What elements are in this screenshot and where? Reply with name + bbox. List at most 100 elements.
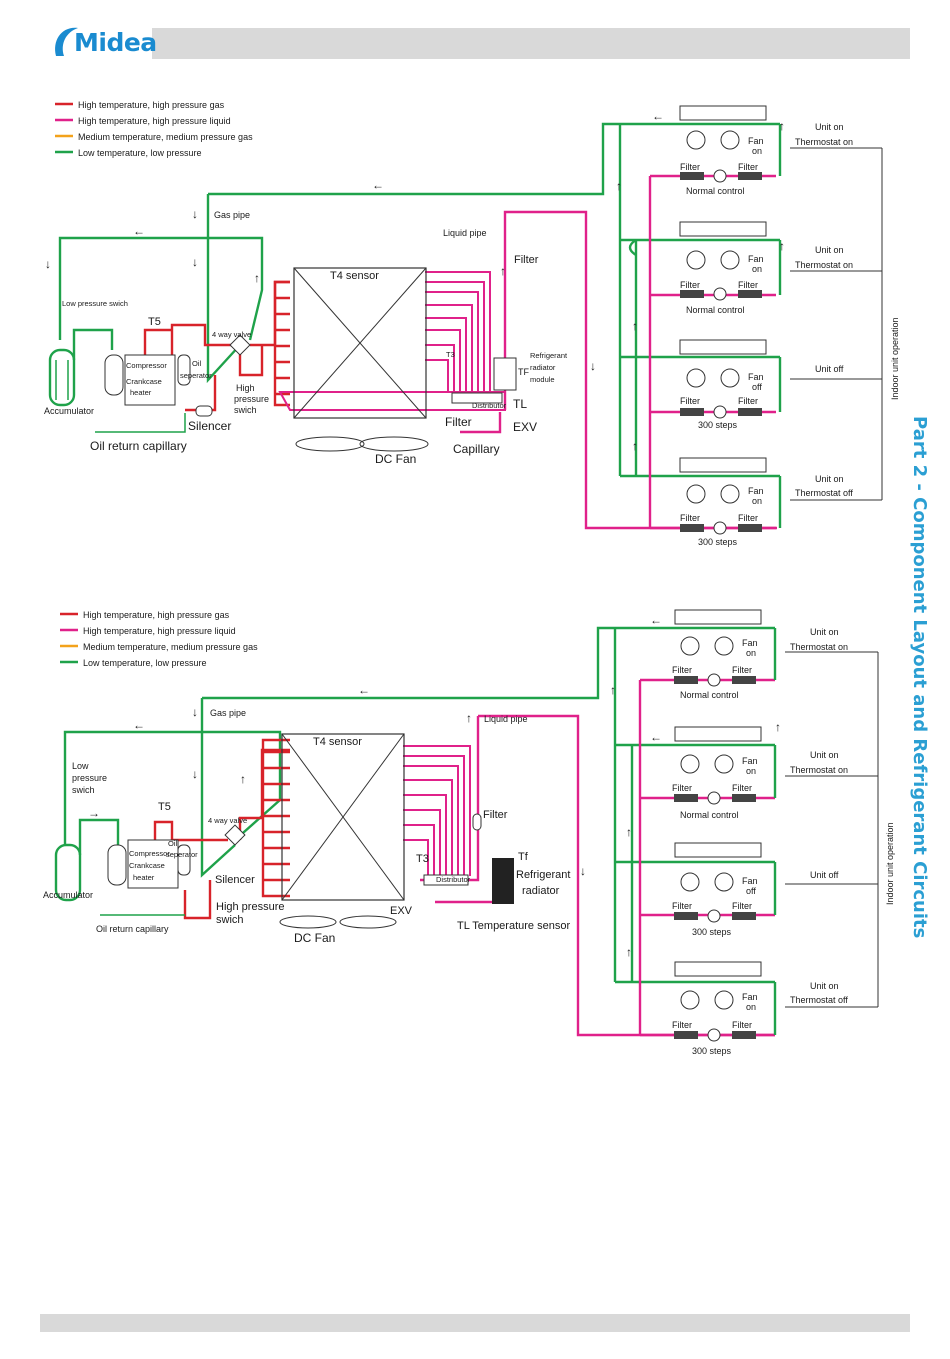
- oil-return-capillary-label: Oil return capillary: [90, 439, 187, 453]
- svg-text:←: ←: [650, 613, 662, 627]
- svg-text:Filter: Filter: [680, 513, 700, 523]
- svg-text:Filter: Filter: [732, 1020, 752, 1030]
- svg-text:Unit off: Unit off: [815, 364, 844, 374]
- svg-text:Unit on: Unit on: [815, 122, 844, 132]
- four-way-valve-label: 4 way valve: [212, 330, 251, 339]
- header-bar: [152, 28, 910, 59]
- svg-text:↑: ↑: [632, 319, 638, 333]
- radiator-label-2-1: Refrigerant: [516, 869, 570, 881]
- svg-text:Filter: Filter: [680, 162, 700, 172]
- svg-text:Filter: Filter: [738, 162, 758, 172]
- svg-text:Fan: Fan: [742, 876, 758, 886]
- high-pressure-switch-label: High pressure: [216, 901, 284, 913]
- svg-text:Normal control: Normal control: [680, 690, 739, 700]
- svg-text:Unit on: Unit on: [810, 750, 839, 760]
- svg-text:↑: ↑: [240, 772, 246, 786]
- low-pressure-switch-label: Low pressure swich: [62, 299, 128, 308]
- svg-text:↓: ↓: [192, 705, 198, 719]
- svg-text:Thermostat on: Thermostat on: [790, 642, 848, 652]
- legend-low-pressure-label: Low temperature, low pressure: [78, 148, 202, 158]
- svg-text:300 steps: 300 steps: [692, 1046, 732, 1056]
- svg-text:Filter: Filter: [672, 665, 692, 675]
- svg-text:Filter: Filter: [738, 396, 758, 406]
- tl-temperature-sensor-label: TL Temperature sensor: [457, 920, 570, 932]
- legend-hot-gas-label: High temperature, high pressure gas: [78, 100, 225, 110]
- svg-text:←: ←: [650, 730, 662, 744]
- dc-fan-label-2: DC Fan: [294, 931, 335, 945]
- svg-text:Filter: Filter: [738, 513, 758, 523]
- heater-label-2: heater: [133, 873, 155, 882]
- pressure-label: pressure: [234, 394, 269, 404]
- svg-text:Normal control: Normal control: [686, 305, 745, 315]
- distributor-label: Distributor: [472, 401, 507, 410]
- accumulator-label-2: Accumulator: [43, 890, 93, 900]
- svg-text:on: on: [746, 648, 756, 658]
- crankcase-label-2: Crankcase: [129, 861, 165, 870]
- seperator-label: seperator: [180, 371, 212, 380]
- tf-label-2: Tf: [518, 851, 529, 863]
- svg-text:↓: ↓: [192, 767, 198, 781]
- indoor-unit-operation-label-2: Indoor unit operation: [885, 822, 895, 905]
- high-label: High: [236, 383, 255, 393]
- svg-text:↑: ↑: [500, 264, 506, 278]
- svg-text:←: ←: [652, 109, 664, 123]
- svg-text:↑: ↑: [616, 179, 622, 193]
- svg-text:Fan: Fan: [742, 638, 758, 648]
- filter-label-3: Filter: [483, 809, 508, 821]
- t4-sensor-label: T4 sensor: [330, 270, 379, 282]
- radiator-label-3: module: [530, 375, 555, 384]
- gas-pipe-label-2: Gas pipe: [210, 708, 246, 718]
- svg-text:on: on: [752, 264, 762, 274]
- svg-text:←: ←: [133, 718, 145, 732]
- oil-label: Oil: [192, 359, 202, 368]
- svg-text:Thermostat off: Thermostat off: [795, 488, 853, 498]
- indoor-unit-operation-label-1: Indoor unit operation: [890, 317, 900, 400]
- svg-text:Unit on: Unit on: [810, 627, 839, 637]
- radiator-label-2-2: radiator: [522, 885, 560, 897]
- oil-return-capillary-label-2: Oil return capillary: [96, 924, 169, 934]
- t3-label-2: T3: [416, 853, 429, 865]
- svg-text:Unit on: Unit on: [815, 474, 844, 484]
- legend2-hot-liquid-label: High temperature, high pressure liquid: [83, 626, 236, 636]
- svg-text:Filter: Filter: [672, 901, 692, 911]
- svg-text:Thermostat off: Thermostat off: [790, 995, 848, 1005]
- radiator-label-1: Refrigerant: [530, 351, 568, 360]
- swich-label: swich: [234, 405, 257, 415]
- svg-text:Filter: Filter: [680, 280, 700, 290]
- filter-label: Filter: [514, 254, 539, 266]
- svg-text:↓: ↓: [580, 864, 586, 878]
- liquid-pipe-label: Liquid pipe: [443, 228, 487, 238]
- svg-text:↑: ↑: [779, 239, 785, 253]
- svg-text:Thermostat on: Thermostat on: [795, 137, 853, 147]
- crankcase-label: Crankcase: [126, 377, 162, 386]
- pressure-label-2: pressure: [72, 773, 107, 783]
- radiator-label-2: radiator: [530, 363, 556, 372]
- low-label: Low: [72, 761, 89, 771]
- svg-text:Filter: Filter: [732, 783, 752, 793]
- svg-text:↑: ↑: [779, 119, 785, 133]
- svg-text:Filter: Filter: [672, 1020, 692, 1030]
- svg-text:Normal control: Normal control: [680, 810, 739, 820]
- svg-text:↑: ↑: [254, 271, 260, 285]
- svg-text:Fan: Fan: [748, 254, 764, 264]
- svg-text:300 steps: 300 steps: [692, 927, 732, 937]
- capillary-label: Capillary: [453, 442, 500, 456]
- tl-label: TL: [513, 397, 527, 411]
- svg-text:Unit on: Unit on: [810, 981, 839, 991]
- svg-text:↑: ↑: [775, 720, 781, 734]
- liquid-pipe-label-2: Liquid pipe: [484, 714, 528, 724]
- svg-text:↑: ↑: [626, 825, 632, 839]
- svg-text:Fan: Fan: [748, 372, 764, 382]
- footer-bar: [40, 1314, 910, 1332]
- tf-label: TF: [518, 367, 529, 377]
- svg-text:on: on: [746, 1002, 756, 1012]
- svg-text:↑: ↑: [626, 945, 632, 959]
